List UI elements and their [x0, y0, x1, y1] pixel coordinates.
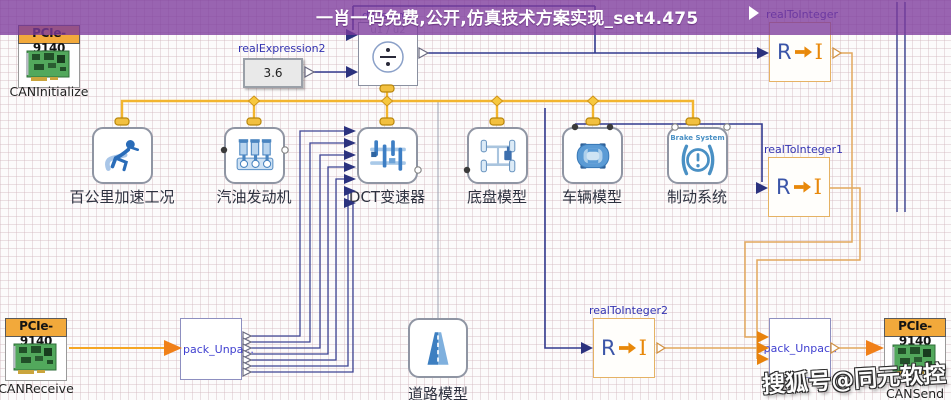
block-label-brake: 制动系统 [666, 188, 728, 206]
integer-output-letter: I [813, 175, 822, 199]
block-drive-cycle[interactable] [92, 127, 153, 184]
block-real-to-integer2[interactable]: R I [593, 318, 655, 378]
pcie-card-title: PCIe-9140 [884, 318, 946, 348]
block-label-drive-cycle: 百公里加速工况 [69, 188, 175, 206]
pcb-card-icon [5, 337, 67, 381]
pack-unpack-text: pack_Unpack [763, 341, 837, 355]
integer-output-letter: I [638, 336, 647, 360]
chassis-icon [480, 139, 515, 172]
brake-warning-icon [681, 144, 714, 175]
convert-arrow-icon [618, 342, 636, 354]
block-label-real-expression2: realExpression2 [238, 42, 326, 55]
banner-text: 一肖一码免费,公开,仿真技术方案实现_set4.475 [316, 9, 699, 29]
block-label-can-send: CANSend [885, 386, 945, 400]
driver-icon [104, 139, 139, 171]
block-label-chassis: 底盘模型 [466, 188, 528, 206]
block-label-real-to-integer2: realToInteger2 [589, 304, 668, 317]
real-input-letter: R [777, 40, 792, 64]
pcie-card-title: PCIe-9140 [5, 318, 67, 348]
block-vehicle[interactable] [562, 127, 623, 184]
gearbox-icon [369, 139, 406, 171]
pcb-card-icon [18, 44, 80, 88]
car-icon [576, 142, 609, 169]
block-can-send[interactable]: PCIe-9140 [884, 318, 946, 383]
block-chassis[interactable] [467, 127, 528, 184]
play-triangle-icon [749, 6, 759, 20]
block-label-vehicle: 车辆模型 [561, 188, 623, 206]
overlay-banner: 一肖一码免费,公开,仿真技术方案实现_set4.475 [0, 0, 951, 35]
block-can-initialize[interactable]: PCIe-9140 [18, 25, 80, 88]
block-brake[interactable]: Brake System [667, 127, 728, 184]
integer-output-letter: I [814, 40, 823, 64]
block-label-real-to-integer1: realToInteger1 [764, 143, 843, 156]
convert-arrow-icon [793, 181, 811, 193]
block-label-engine: 汽油发动机 [216, 188, 292, 206]
block-label-can-initialize: CANInitialize [9, 84, 89, 99]
road-icon [427, 332, 449, 365]
block-road[interactable] [408, 318, 468, 378]
block-transmission[interactable] [357, 127, 418, 184]
pcb-card-icon [884, 337, 946, 383]
block-can-receive[interactable]: PCIe-9140 [5, 318, 67, 381]
block-label-road: 道路模型 [407, 385, 469, 400]
block-label-can-receive: CANReceive [0, 381, 74, 396]
block-real-expression2[interactable]: 3.6 [243, 58, 303, 88]
real-input-letter: R [601, 336, 616, 360]
block-engine[interactable] [224, 127, 285, 184]
convert-arrow-icon [794, 46, 812, 58]
brake-system-title: Brake System [670, 133, 725, 142]
pack-unpa-text: pack_Unpa... [183, 342, 254, 356]
block-pack-unpa[interactable]: pack_Unpa... [180, 318, 254, 380]
block-label-transmission: DCT变速器 [348, 188, 426, 206]
real-input-letter: R [776, 175, 791, 199]
block-real-to-integer1[interactable]: R I [768, 157, 830, 217]
division-icon [372, 41, 404, 73]
engine-icon [236, 138, 273, 170]
